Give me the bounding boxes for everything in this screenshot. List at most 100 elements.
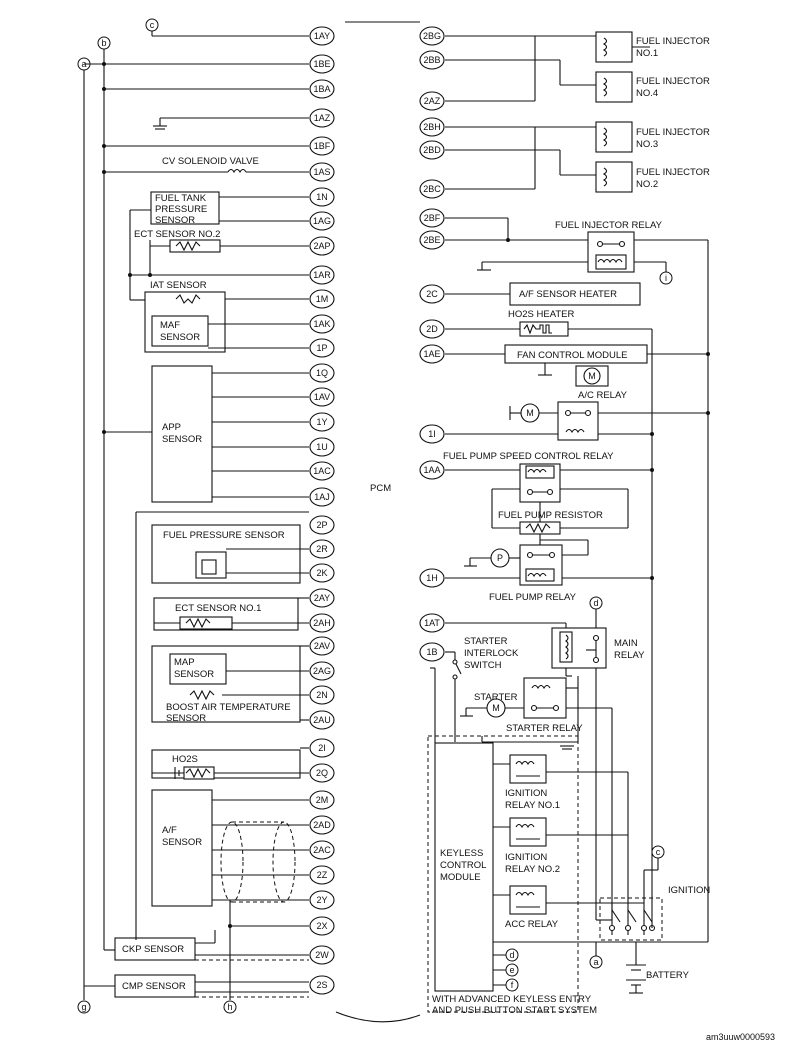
svg-text:2N: 2N xyxy=(316,690,328,700)
right-pin-1i: 1I xyxy=(419,424,445,444)
right-pin-2bf: 2BF xyxy=(419,208,445,228)
ignition-switch-battery: c IGNITION a BATTERY xyxy=(589,240,710,994)
left-pin-2ah: 2AH xyxy=(309,613,335,633)
maf-label-2: SENSOR xyxy=(160,332,200,343)
ref-f-label: f xyxy=(511,980,514,990)
pcm-label: PCM xyxy=(370,483,391,494)
main-relay-label-1: MAIN xyxy=(614,638,638,649)
ref-h-label: h xyxy=(227,1002,232,1012)
app-sensor: APP SENSOR xyxy=(102,365,309,503)
left-pin-2au: 2AU xyxy=(309,710,335,730)
ref-a-right-label: a xyxy=(593,957,598,967)
fuel-tank-label-3: SENSOR xyxy=(155,215,195,226)
svg-text:2AH: 2AH xyxy=(313,618,331,628)
svg-text:1U: 1U xyxy=(316,442,328,452)
ho2s-label: HO2S xyxy=(172,754,198,765)
left-pin-1ak: 1AK xyxy=(309,314,335,334)
left-pin-1as: 1AS xyxy=(309,162,335,182)
svg-text:2BB: 2BB xyxy=(423,55,440,65)
left-pin-2k: 2K xyxy=(309,563,335,583)
svg-text:2I: 2I xyxy=(318,743,326,753)
keyless-control-module: KEYLESS CONTROL MODULE IGNITION RELAY NO… xyxy=(427,667,644,1016)
ho2s-heater: HO2S HEATER xyxy=(445,309,653,920)
left-pin-1az: 1AZ xyxy=(309,108,335,128)
boost-label-1: BOOST AIR TEMPERATURE xyxy=(166,702,291,713)
ref-c-bottom-label: c xyxy=(656,847,661,857)
svg-text:1AY: 1AY xyxy=(314,31,330,41)
svg-text:1AE: 1AE xyxy=(423,349,440,359)
svg-text:1BF: 1BF xyxy=(314,141,331,151)
fan-control-module: FAN CONTROL MODULE M xyxy=(445,344,708,387)
left-bus-wires: c b a g CV SOLENOID VALVE xyxy=(77,18,309,1014)
injector-1-label-2: NO.1 xyxy=(636,48,658,59)
left-pin-2ap: 2AP xyxy=(309,236,335,256)
svg-text:2S: 2S xyxy=(316,980,327,990)
ref-e-label: e xyxy=(509,965,514,975)
svg-text:2Z: 2Z xyxy=(317,870,328,880)
starter-relay-label: STARTER RELAY xyxy=(506,723,583,734)
af-sensor: A/F SENSOR xyxy=(151,789,309,907)
svg-text:2BC: 2BC xyxy=(423,184,441,194)
svg-text:2AU: 2AU xyxy=(313,715,331,725)
left-pin-1y: 1Y xyxy=(309,412,335,432)
fuel-tank-pressure-sensor: FUEL TANK PRESSURE SENSOR xyxy=(129,191,309,300)
left-pin-1bf: 1BF xyxy=(309,136,335,156)
keyless-label-3: MODULE xyxy=(440,872,481,883)
svg-text:2BD: 2BD xyxy=(423,145,441,155)
left-pin-1ac: 1AC xyxy=(309,461,335,481)
svg-text:2P: 2P xyxy=(316,520,327,530)
left-pin-2ad: 2AD xyxy=(309,815,335,835)
app-label-2: SENSOR xyxy=(162,434,202,445)
main-relay-label-2: RELAY xyxy=(614,650,645,661)
svg-text:2BE: 2BE xyxy=(423,235,440,245)
ac-motor-label: M xyxy=(526,408,534,418)
fuel-pressure-label: FUEL PRESSURE SENSOR xyxy=(163,530,285,541)
af-sensor-heater: A/F SENSOR HEATER xyxy=(445,282,641,306)
left-pin-2y: 2Y xyxy=(309,890,335,910)
injector-4-label-1: FUEL INJECTOR xyxy=(636,76,710,87)
map-boost-temp-sensor: MAP SENSOR BOOST AIR TEMPERATURE SENSOR xyxy=(151,645,309,724)
svg-text:2M: 2M xyxy=(316,795,329,805)
svg-text:2AZ: 2AZ xyxy=(424,96,441,106)
svg-text:1AV: 1AV xyxy=(314,392,330,402)
svg-text:1BA: 1BA xyxy=(313,84,330,94)
ignition-label: IGNITION xyxy=(668,885,710,896)
fan-module-label: FAN CONTROL MODULE xyxy=(517,350,628,361)
starter-il-label-2: INTERLOCK xyxy=(464,648,519,659)
right-pin-2az: 2AZ xyxy=(419,91,445,111)
svg-text:1Y: 1Y xyxy=(316,417,327,427)
left-pin-1m: 1M xyxy=(309,289,335,309)
fuel-pressure-sensor: FUEL PRESSURE SENSOR xyxy=(135,511,309,940)
svg-text:1AJ: 1AJ xyxy=(314,492,330,502)
af-label-1: A/F xyxy=(162,825,177,836)
starter-il-label-3: SWITCH xyxy=(464,660,502,671)
left-pin-2ac: 2AC xyxy=(309,840,335,860)
svg-text:1M: 1M xyxy=(316,294,329,304)
svg-text:2W: 2W xyxy=(315,950,329,960)
svg-text:2Q: 2Q xyxy=(316,768,328,778)
fp-resistor-label: FUEL PUMP RESISTOR xyxy=(498,510,603,521)
left-pin-1av: 1AV xyxy=(309,387,335,407)
left-pin-2s: 2S xyxy=(309,975,335,995)
ect2-label: ECT SENSOR NO.2 xyxy=(134,229,220,240)
svg-text:1AT: 1AT xyxy=(424,618,440,628)
ckp-label: CKP SENSOR xyxy=(122,944,184,955)
svg-text:1AA: 1AA xyxy=(423,465,440,475)
keyless-label-1: KEYLESS xyxy=(440,848,483,859)
left-pin-2q: 2Q xyxy=(309,763,335,783)
svg-text:2K: 2K xyxy=(316,568,327,578)
left-pin-2p: 2P xyxy=(309,515,335,535)
starter-circuit: STARTER INTERLOCK SWITCH STARTER M START… xyxy=(445,636,613,920)
fuel-injector-relay: FUEL INJECTOR RELAY i xyxy=(445,217,708,285)
ho2s-sensor: HO2S xyxy=(151,747,309,780)
svg-text:2AV: 2AV xyxy=(314,641,330,651)
af-heater-label: A/F SENSOR HEATER xyxy=(519,289,617,300)
right-pin-1h: 1H xyxy=(419,568,445,588)
ref-g-label: g xyxy=(81,1002,86,1012)
left-pin-2n: 2N xyxy=(309,685,335,705)
svg-text:2AD: 2AD xyxy=(313,820,331,830)
injector-relay-label: FUEL INJECTOR RELAY xyxy=(555,220,663,231)
af-label-2: SENSOR xyxy=(162,837,202,848)
injector-2-label-1: FUEL INJECTOR xyxy=(636,167,710,178)
